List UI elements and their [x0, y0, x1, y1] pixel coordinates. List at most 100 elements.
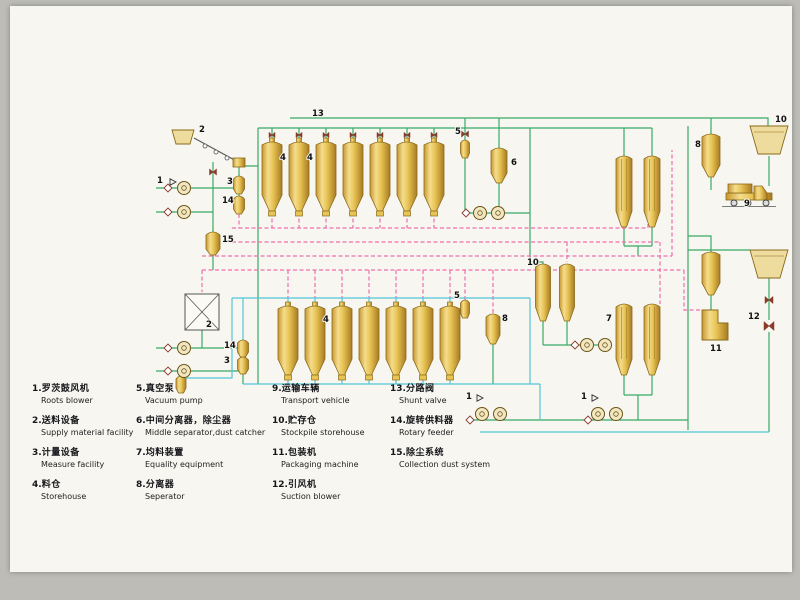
legend-item-zh: 罗茨鼓风机: [41, 384, 90, 394]
storehouse-silo: [277, 301, 299, 381]
storehouse-silo: [315, 137, 337, 217]
equipment-number: 10: [527, 258, 539, 268]
legend-item-number: 3.: [32, 448, 42, 458]
valve-icon: [268, 131, 276, 139]
legend-item-en: Middle separator,dust catcher: [145, 428, 266, 437]
blower: [177, 205, 191, 219]
legend-item-en: Supply material facility: [41, 428, 134, 437]
equipment-number: 14: [224, 341, 236, 351]
legend-item-en: Seperator: [145, 492, 185, 501]
legend-item-number: 1.: [32, 384, 42, 394]
legend-item-number: 8.: [136, 480, 146, 490]
valve-icon: [764, 295, 774, 305]
equipment-number: 1: [466, 392, 472, 402]
blower: [609, 407, 623, 421]
blower: [475, 407, 489, 421]
equipment-number: 9: [744, 199, 750, 209]
vessel: [237, 356, 249, 375]
legend-item-zh: 分路阀: [405, 384, 435, 394]
storehouse-silo: [412, 301, 434, 381]
blower: [473, 206, 487, 220]
legend-item-number: 11.: [272, 448, 288, 458]
legend-item-number: 12.: [272, 480, 288, 490]
legend-item-en: Roots blower: [41, 396, 93, 405]
legend-item-number: 9.: [272, 384, 282, 394]
blower: [491, 206, 505, 220]
equality-silo: [615, 155, 633, 228]
diamond-fitting: [465, 415, 475, 425]
legend-item-number: 14.: [390, 416, 406, 426]
check-valve-icon: [169, 178, 177, 186]
legend-item-en: Shunt valve: [399, 396, 447, 405]
vessel: [460, 299, 470, 319]
equipment-number: 5: [455, 127, 461, 137]
legend-item-en: Packaging machine: [281, 460, 359, 469]
equipment-number: 3: [227, 177, 233, 187]
valve-icon: [376, 131, 384, 139]
valve-icon: [209, 168, 217, 176]
equipment-number: 4: [280, 153, 286, 163]
valve-icon: [295, 131, 303, 139]
legend-item-zh: 除尘系统: [405, 448, 444, 458]
equipment-number: 10: [775, 115, 787, 125]
legend-item-number: 2.: [32, 416, 42, 426]
vessel: [237, 339, 249, 358]
storehouse-silo: [288, 137, 310, 217]
stockpile-silo: [559, 263, 575, 322]
diamond-fitting: [163, 366, 173, 376]
legend-item-number: 15.: [390, 448, 406, 458]
equipment-number: 12: [748, 312, 760, 322]
equipment-number: 4: [307, 153, 313, 163]
packaging-machine: [701, 309, 729, 341]
valve-icon: [322, 131, 330, 139]
diamond-fitting: [583, 415, 593, 425]
valve-symbols: [163, 130, 775, 425]
legend-item-en: Storehouse: [41, 492, 87, 501]
legend-item-zh: 真空泵: [145, 384, 175, 394]
equipment-number: 8: [502, 314, 508, 324]
equipment-number: 11: [710, 344, 722, 354]
diamond-fitting: [163, 207, 173, 217]
feed-conveyor: [171, 129, 246, 168]
legend-item-zh: 旋转供料器: [405, 416, 454, 426]
legend-item-number: 10.: [272, 416, 288, 426]
vessel: [485, 313, 501, 345]
equipment-number: 4: [323, 315, 329, 325]
equipment-number: 3: [224, 356, 230, 366]
legend-item-number: 6.: [136, 416, 146, 426]
legend-item-zh: 贮存仓: [287, 416, 317, 426]
legend-item-zh: 料仓: [41, 480, 61, 490]
equipment-number: 15: [222, 235, 234, 245]
valve-icon: [430, 131, 438, 139]
equipment-number: 7: [606, 314, 612, 324]
blower: [580, 338, 594, 352]
vessel: [701, 133, 721, 178]
supply-crossbox: [184, 293, 220, 331]
legend-item: 12.引风机 Suction blower: [272, 472, 376, 501]
blower: [177, 364, 191, 378]
legend-item: 1.罗茨鼓风机 Roots blower: [32, 376, 122, 405]
diamond-fitting: [461, 208, 471, 218]
storehouse-silo: [369, 137, 391, 217]
legend-item-zh: 引风机: [287, 480, 317, 490]
diamond-fitting: [570, 340, 580, 350]
vessel: [205, 231, 221, 256]
stockpile-hopper: [749, 125, 789, 155]
vessel: [490, 147, 508, 184]
legend-item-zh: 分离器: [145, 480, 175, 490]
legend-item-en: Suction blower: [281, 492, 341, 501]
equipment-number: 5: [454, 291, 460, 301]
